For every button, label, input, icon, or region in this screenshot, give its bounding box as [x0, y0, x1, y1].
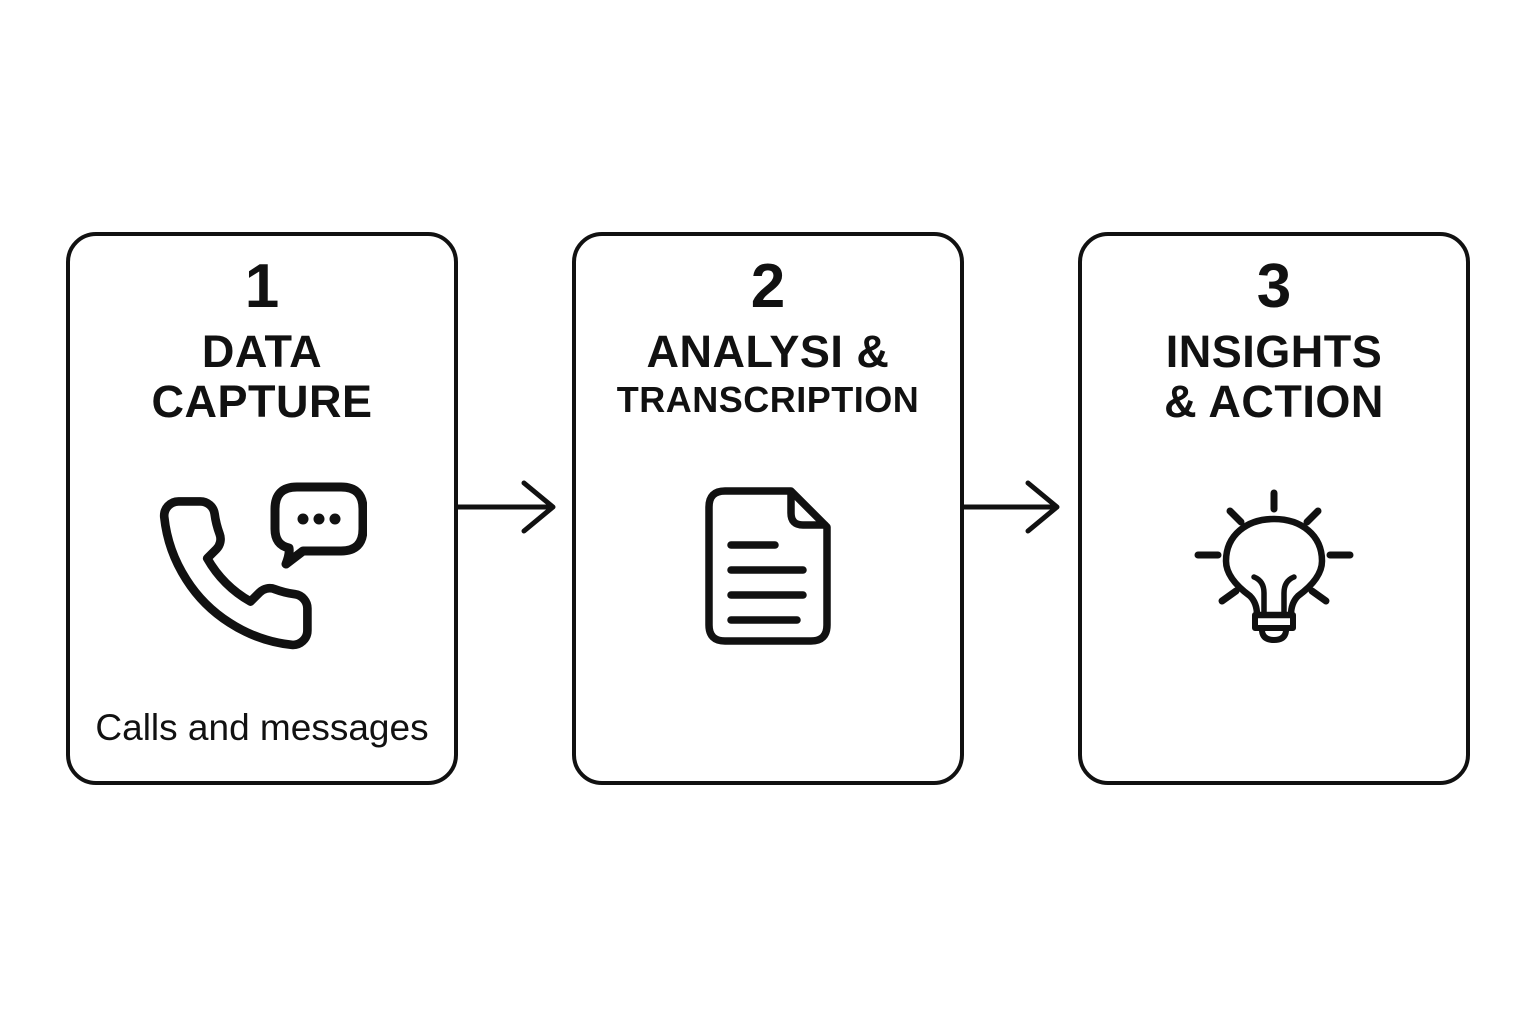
step-title: DATA CAPTURE	[151, 326, 373, 428]
arrow-right-icon	[455, 477, 558, 537]
step-title-line1: DATA	[201, 326, 323, 378]
document-icon	[703, 472, 833, 662]
step-title-line2: CAPTURE	[151, 376, 373, 428]
step-title-line2: TRANSCRIPTION	[616, 379, 920, 421]
lightbulb-icon	[1194, 472, 1354, 662]
step-number: 3	[1256, 252, 1292, 321]
step-card-2: 2 ANALYSI & TRANSCRIPTION	[572, 232, 964, 785]
step-title: INSIGHTS & ACTION	[1164, 326, 1384, 428]
step-number: 2	[750, 252, 786, 321]
step-title-line1: ANALYSI &	[646, 326, 890, 378]
step-title-line2: & ACTION	[1164, 376, 1384, 428]
step-title: ANALYSI & TRANSCRIPTION	[616, 326, 920, 422]
phone-and-message-icon	[157, 472, 367, 662]
step-caption: Calls and messages	[95, 707, 429, 749]
step-card-1: 1 DATA CAPTURE Calls and messages	[66, 232, 458, 785]
step-number: 1	[244, 252, 280, 321]
step-card-3: 3 INSIGHTS & ACTION	[1078, 232, 1470, 785]
step-title-line1: INSIGHTS	[1165, 326, 1383, 378]
arrow-right-icon	[959, 477, 1062, 537]
